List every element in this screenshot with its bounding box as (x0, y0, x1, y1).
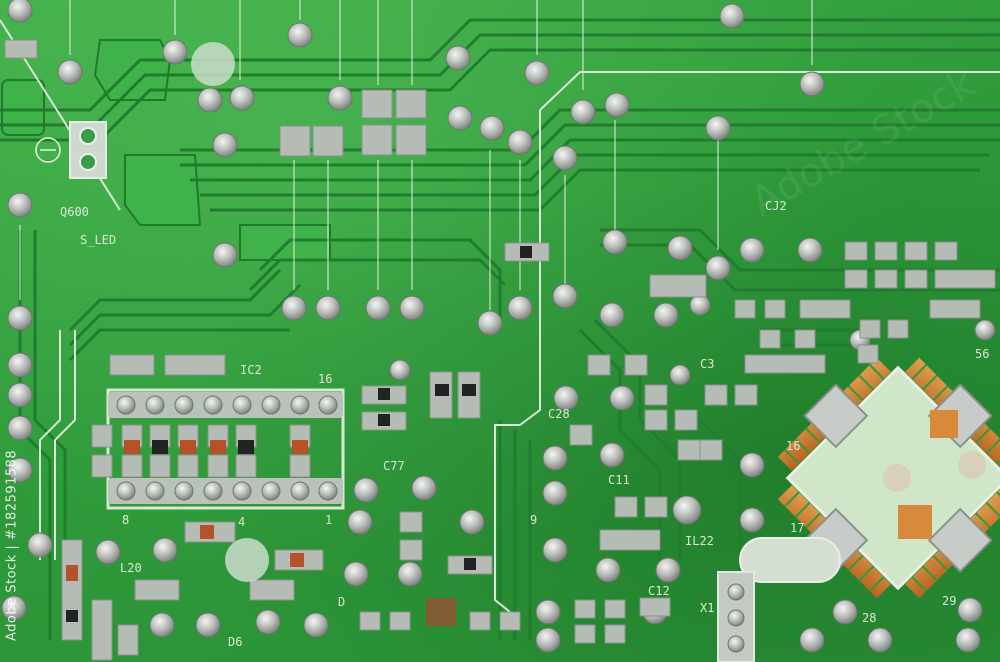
label-17: 17 (790, 521, 804, 535)
label-d: D (338, 595, 345, 609)
label-8: 8 (122, 513, 129, 527)
crystal-oscillator (739, 537, 841, 583)
label-c11: C11 (608, 473, 630, 487)
silkscreen-text: CJ2 IC2 C77 C28 C11 C12 IL22 L20 D6 D 16… (60, 199, 989, 649)
label-x1: X1 (700, 601, 714, 615)
label-28: 28 (862, 611, 876, 625)
label-sled: S_LED (80, 233, 116, 247)
pin-header-pins (727, 583, 745, 653)
label-l20: L20 (120, 561, 142, 575)
ic2-package (106, 388, 345, 510)
label-4: 4 (238, 515, 245, 529)
label-c28: C28 (548, 407, 570, 421)
label-16: 16 (318, 372, 332, 386)
label-d6: D6 (228, 635, 242, 649)
label-q600: Q600 (60, 205, 89, 219)
label-ic2: IC2 (240, 363, 262, 377)
label-9: 9 (530, 513, 537, 527)
arrow-lines (19, 0, 813, 310)
qfp-fiducials (883, 410, 986, 539)
label-cj2: CJ2 (765, 199, 787, 213)
label-16b: 16 (786, 439, 800, 453)
label-56: 56 (975, 347, 989, 361)
sled-polarity (35, 137, 61, 163)
label-il22: IL22 (685, 534, 714, 548)
ic2-pins (116, 395, 338, 501)
label-29: 29 (942, 594, 956, 608)
stock-watermark: Adobe Stock | #182591588 (4, 449, 20, 641)
label-c77: C77 (383, 459, 405, 473)
led-footprint (69, 121, 107, 179)
label-c3: C3 (700, 357, 714, 371)
smd-components (66, 246, 532, 626)
pale-marks (191, 42, 269, 582)
label-c12: C12 (648, 584, 670, 598)
label-1: 1 (325, 513, 332, 527)
